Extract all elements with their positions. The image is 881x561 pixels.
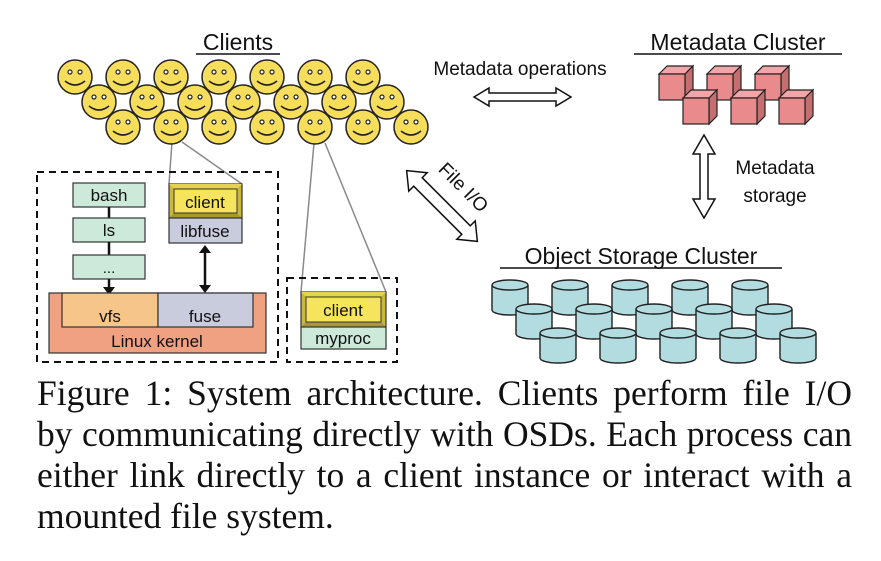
connector-line xyxy=(324,142,387,293)
fuse-client-label: client xyxy=(185,193,225,212)
clients-smiley-group xyxy=(57,59,429,145)
client-smiley-icon xyxy=(345,109,381,145)
client-smiley-icon xyxy=(153,59,189,95)
client-smiley-icon xyxy=(225,84,261,120)
connector-line xyxy=(168,141,173,185)
ls-label: ls xyxy=(103,221,115,240)
metadata-operations-arrow xyxy=(472,86,573,108)
metadata-server-cube-icon xyxy=(681,88,719,126)
client-smiley-icon xyxy=(201,109,237,145)
caption-line: Figure 1: System architecture. Clients p… xyxy=(37,373,852,413)
osd-cylinder-icon xyxy=(539,327,577,364)
ellipsis-label: ... xyxy=(103,260,116,277)
client-smiley-icon xyxy=(369,84,405,120)
client-smiley-icon xyxy=(297,109,333,145)
fuse-client-box xyxy=(168,183,243,219)
client-smiley-icon xyxy=(321,84,357,120)
linux-kernel-label: Linux kernel xyxy=(111,332,203,351)
caption-line: either link directly to a client instanc… xyxy=(37,455,852,495)
myproc-box xyxy=(300,326,387,350)
client-smiley-icon xyxy=(129,84,165,120)
fuse-process-box xyxy=(36,171,279,363)
osd-cylinder-icon xyxy=(779,327,817,364)
figure-caption: Figure 1: System architecture. Clients p… xyxy=(37,373,852,537)
architecture-diagram: Clients Metadata Cluster Object Storage … xyxy=(36,29,842,364)
client-smiley-icon xyxy=(249,109,285,145)
client-smiley-icon xyxy=(105,109,141,145)
client-smiley-icon xyxy=(153,109,189,145)
metadata-storage-arrow xyxy=(691,133,717,220)
metadata-server-cube-icon xyxy=(729,88,767,126)
client-smiley-icon xyxy=(81,84,117,120)
osd-cylinder-icon xyxy=(719,327,757,364)
ls-box xyxy=(72,217,146,243)
caption-line: by communicating directly with OSDs. Eac… xyxy=(37,414,852,454)
metadata-server-cube-icon xyxy=(777,88,815,126)
libfuse-box xyxy=(168,217,243,244)
client-smiley-icon xyxy=(297,59,333,95)
client-smiley-icon xyxy=(57,59,93,95)
caption-line: mounted file system. xyxy=(37,496,334,536)
client-smiley-icon xyxy=(393,109,429,145)
client-smiley-icon xyxy=(273,84,309,120)
client-smiley-icon xyxy=(177,84,213,120)
fuse-arrowhead-icon xyxy=(199,285,211,293)
object-storage-title: Object Storage Cluster xyxy=(525,243,758,269)
client-smiley-icon xyxy=(345,59,381,95)
connector-line xyxy=(181,141,243,185)
linked-process-box xyxy=(286,277,398,363)
vfs-label: vfs xyxy=(99,307,121,326)
metadata-storage-label-line1: Metadata xyxy=(735,158,815,179)
libfuse-label: libfuse xyxy=(180,222,229,241)
linked-client-label: client xyxy=(323,301,363,320)
metadata-cubes-group xyxy=(657,64,815,126)
file-io-arrow xyxy=(405,169,479,243)
bash-label: bash xyxy=(91,186,128,205)
myproc-label: myproc xyxy=(315,329,371,348)
osd-cylinder-icon xyxy=(659,327,697,364)
libfuse-arrowhead-icon xyxy=(199,245,211,253)
client-smiley-icon xyxy=(201,59,237,95)
client-smiley-icon xyxy=(249,59,285,95)
file-io-arrow-group: File I/O xyxy=(405,159,492,243)
linked-client-box xyxy=(300,291,387,328)
osd-cylinders-group xyxy=(491,279,817,364)
vfs-arrowhead-icon xyxy=(103,287,115,295)
client-smiley-icon xyxy=(105,59,141,95)
metadata-storage-label-line2: storage xyxy=(743,186,806,207)
fuse-box xyxy=(157,292,254,328)
connector-line xyxy=(300,142,315,293)
fuse-label: fuse xyxy=(189,307,221,326)
connector-lines xyxy=(168,141,387,293)
metadata-cluster-title: Metadata Cluster xyxy=(650,29,825,55)
clients-title: Clients xyxy=(203,29,273,55)
osd-cylinder-icon xyxy=(599,327,637,364)
metadata-operations-label: Metadata operations xyxy=(433,59,606,80)
